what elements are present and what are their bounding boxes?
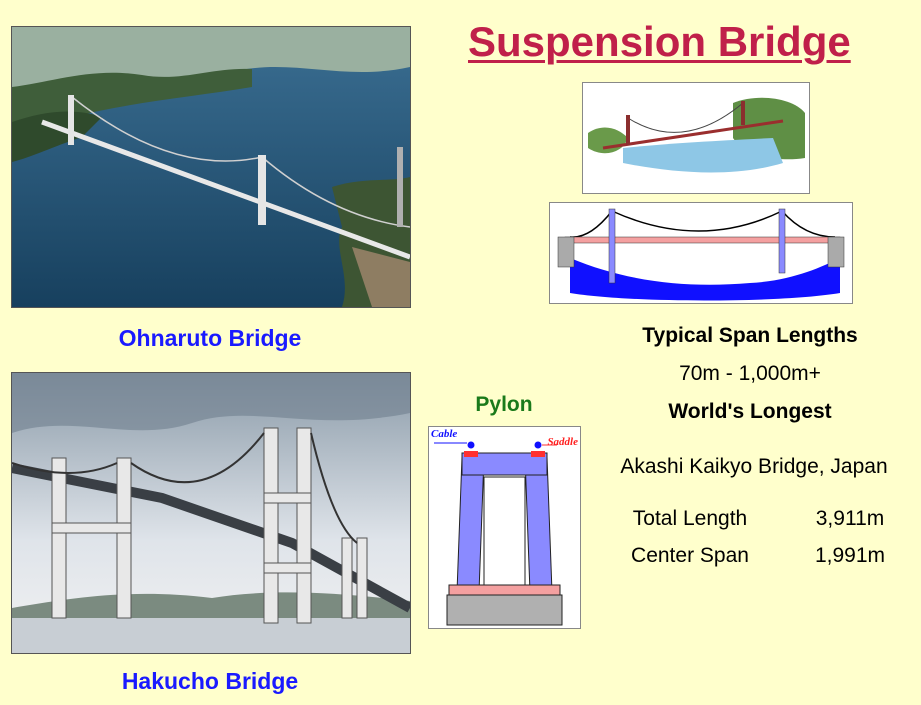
bridge-illustration [582, 82, 810, 194]
hakucho-caption: Hakucho Bridge [121, 668, 299, 694]
pylon-heading: Pylon [475, 393, 533, 416]
span-range: 70m - 1,000m+ [679, 362, 821, 385]
stat-row: Total Length 3,911m [610, 507, 900, 535]
longest-heading: World's Longest [668, 400, 832, 423]
stat-value: 1,991m [814, 544, 886, 567]
hakucho-bridge-photo [11, 372, 411, 654]
longest-bridge-name: Akashi Kaikyo Bridge, Japan [620, 455, 888, 478]
cable-label: Cable [431, 428, 458, 440]
saddle-label: Saddle [547, 436, 578, 448]
page-title: Suspension Bridge [468, 18, 851, 65]
stat-value: 3,911m [815, 507, 885, 530]
stat-label: Total Length [632, 507, 748, 530]
span-heading: Typical Span Lengths [642, 324, 858, 347]
pylon-diagram: Cable Saddle [428, 426, 581, 629]
stat-row: Center Span 1,991m [610, 544, 900, 572]
bridge-schematic [549, 202, 853, 304]
stat-label: Center Span [631, 544, 749, 567]
ohnaruto-bridge-photo [11, 26, 411, 308]
ohnaruto-caption: Ohnaruto Bridge [118, 325, 302, 351]
